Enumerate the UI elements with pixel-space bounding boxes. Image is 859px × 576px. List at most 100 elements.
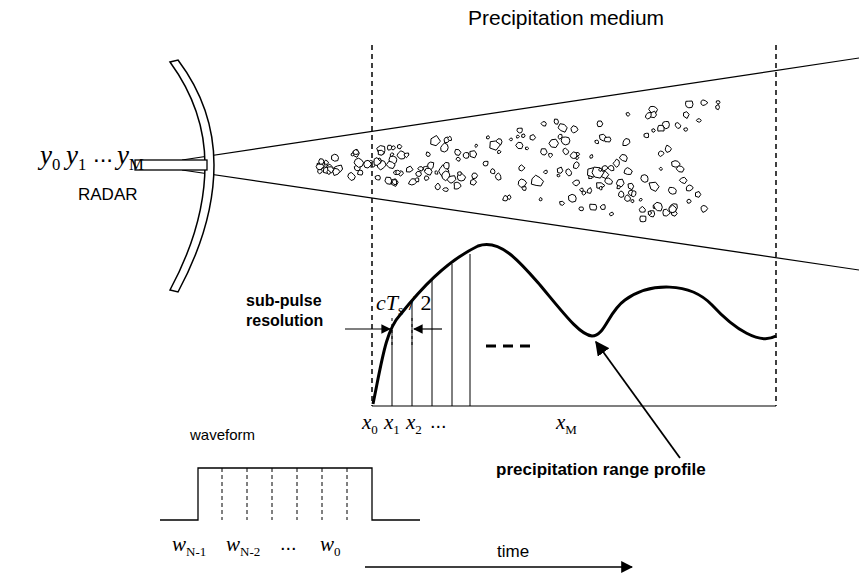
particle <box>424 168 432 175</box>
particle <box>631 200 634 203</box>
particle <box>457 173 465 181</box>
particle <box>590 155 593 159</box>
particle <box>455 149 461 155</box>
particle <box>597 121 603 127</box>
particle <box>654 202 663 211</box>
particle <box>639 199 642 202</box>
particle <box>354 158 364 167</box>
label: w0 <box>320 532 341 556</box>
particle <box>574 162 580 169</box>
time-arrow <box>365 566 632 568</box>
particle <box>599 187 602 190</box>
particle <box>509 138 512 141</box>
particle <box>475 144 478 147</box>
leader-arrow <box>596 342 680 458</box>
particle <box>353 149 359 157</box>
particle <box>519 165 525 171</box>
particle <box>444 162 450 168</box>
particle <box>572 180 579 186</box>
range-bound <box>371 45 373 406</box>
particle <box>599 168 602 171</box>
particle <box>623 139 630 146</box>
radar-feed <box>135 160 207 170</box>
particle <box>663 209 671 216</box>
particle <box>441 143 449 152</box>
beam-edge <box>182 170 859 270</box>
particle <box>587 188 592 194</box>
particle <box>649 182 659 191</box>
precipitation-particles <box>316 100 720 222</box>
particle <box>701 206 708 213</box>
particle <box>454 182 461 189</box>
particle <box>632 191 636 197</box>
particle <box>557 167 563 173</box>
particle <box>397 144 401 149</box>
particle <box>377 146 385 155</box>
label: y0 <box>40 140 60 171</box>
label: RADAR <box>78 185 138 205</box>
particle <box>498 150 502 153</box>
label: ... <box>430 410 447 433</box>
label: x2 <box>406 410 422 434</box>
pulse-waveform <box>160 468 420 520</box>
particle <box>324 160 328 164</box>
particle <box>516 142 523 148</box>
label: ... <box>280 532 297 555</box>
particle <box>619 191 624 198</box>
particle <box>648 211 651 215</box>
particle <box>648 211 655 217</box>
particle <box>448 136 452 140</box>
particle <box>716 101 720 104</box>
particle <box>571 126 578 133</box>
particle <box>522 186 526 190</box>
particle <box>617 185 621 188</box>
particle <box>319 159 324 164</box>
label: y1 <box>66 140 86 171</box>
particle <box>570 152 577 159</box>
continuation-dashes <box>486 345 530 348</box>
particle <box>665 145 671 152</box>
particle <box>544 170 548 173</box>
particle <box>426 152 430 156</box>
sub-pulse-divider <box>222 468 347 520</box>
particle <box>406 166 413 172</box>
resolution-arrow <box>345 328 390 329</box>
particle <box>374 158 381 166</box>
particle <box>431 136 441 146</box>
particle <box>566 169 572 176</box>
label: sub-pulse resolution <box>246 291 356 331</box>
particle <box>580 188 584 192</box>
particle <box>483 161 488 166</box>
particle <box>686 101 694 108</box>
particle <box>404 153 409 158</box>
particle <box>676 166 684 172</box>
particle <box>396 170 401 174</box>
particle <box>675 123 681 129</box>
particle <box>645 112 651 119</box>
particle <box>332 154 339 161</box>
particle <box>641 175 648 183</box>
particle <box>569 194 577 202</box>
particle <box>472 173 478 179</box>
particle <box>456 157 460 161</box>
particle <box>549 139 559 147</box>
particle <box>333 168 340 175</box>
particle <box>541 149 548 155</box>
label: yM <box>117 140 144 171</box>
particle <box>358 170 363 175</box>
particle <box>416 171 422 176</box>
range-profile-curve <box>373 244 776 404</box>
label: precipitation range profile <box>496 460 706 480</box>
diagram-title: Precipitation medium <box>468 6 664 30</box>
particle <box>626 112 630 116</box>
particle <box>563 148 569 155</box>
particle <box>696 192 701 198</box>
particle <box>392 180 396 185</box>
particle <box>590 204 597 210</box>
particle <box>495 173 501 180</box>
label: waveform <box>190 426 255 443</box>
particle <box>687 199 691 203</box>
particle <box>600 205 605 210</box>
particle <box>628 183 634 189</box>
label: wN-2 <box>226 532 260 556</box>
